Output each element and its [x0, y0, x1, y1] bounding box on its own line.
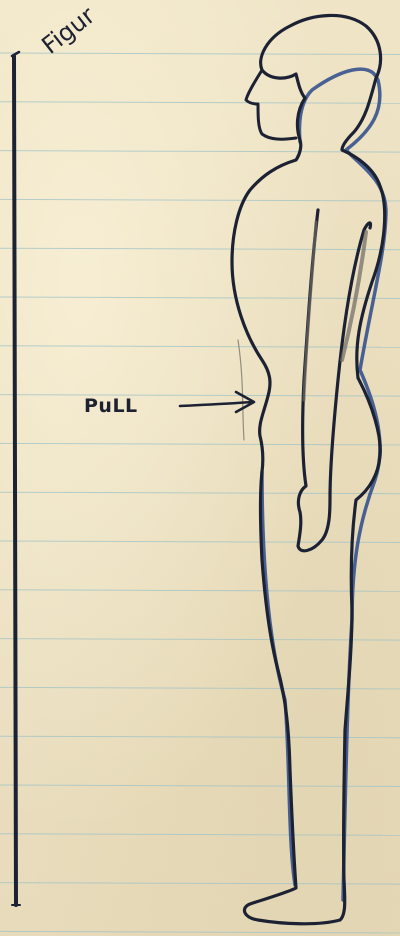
ruled-line [0, 248, 400, 250]
ruled-line [0, 346, 400, 348]
ruled-line [0, 785, 400, 787]
ruled-line [0, 492, 400, 494]
pencil-guide [238, 340, 244, 440]
ruled-line [0, 639, 400, 641]
pull-annotation-label: PuLL [84, 395, 138, 417]
ruled-line [0, 102, 400, 104]
ruled-line [0, 736, 400, 738]
ruled-line [0, 687, 400, 689]
height-bar [12, 52, 20, 905]
ruled-line [0, 443, 400, 445]
ruled-lines [0, 53, 400, 933]
ruled-line [0, 834, 400, 836]
figure-heading-label: Figur [36, 1, 100, 59]
ruled-line [0, 590, 400, 592]
ruled-line [0, 297, 400, 299]
ruled-line [0, 151, 400, 153]
ruled-line [0, 541, 400, 543]
ruled-line [0, 883, 400, 885]
ruled-line [0, 199, 400, 201]
ruled-line [0, 395, 400, 397]
ruled-line [0, 931, 400, 933]
